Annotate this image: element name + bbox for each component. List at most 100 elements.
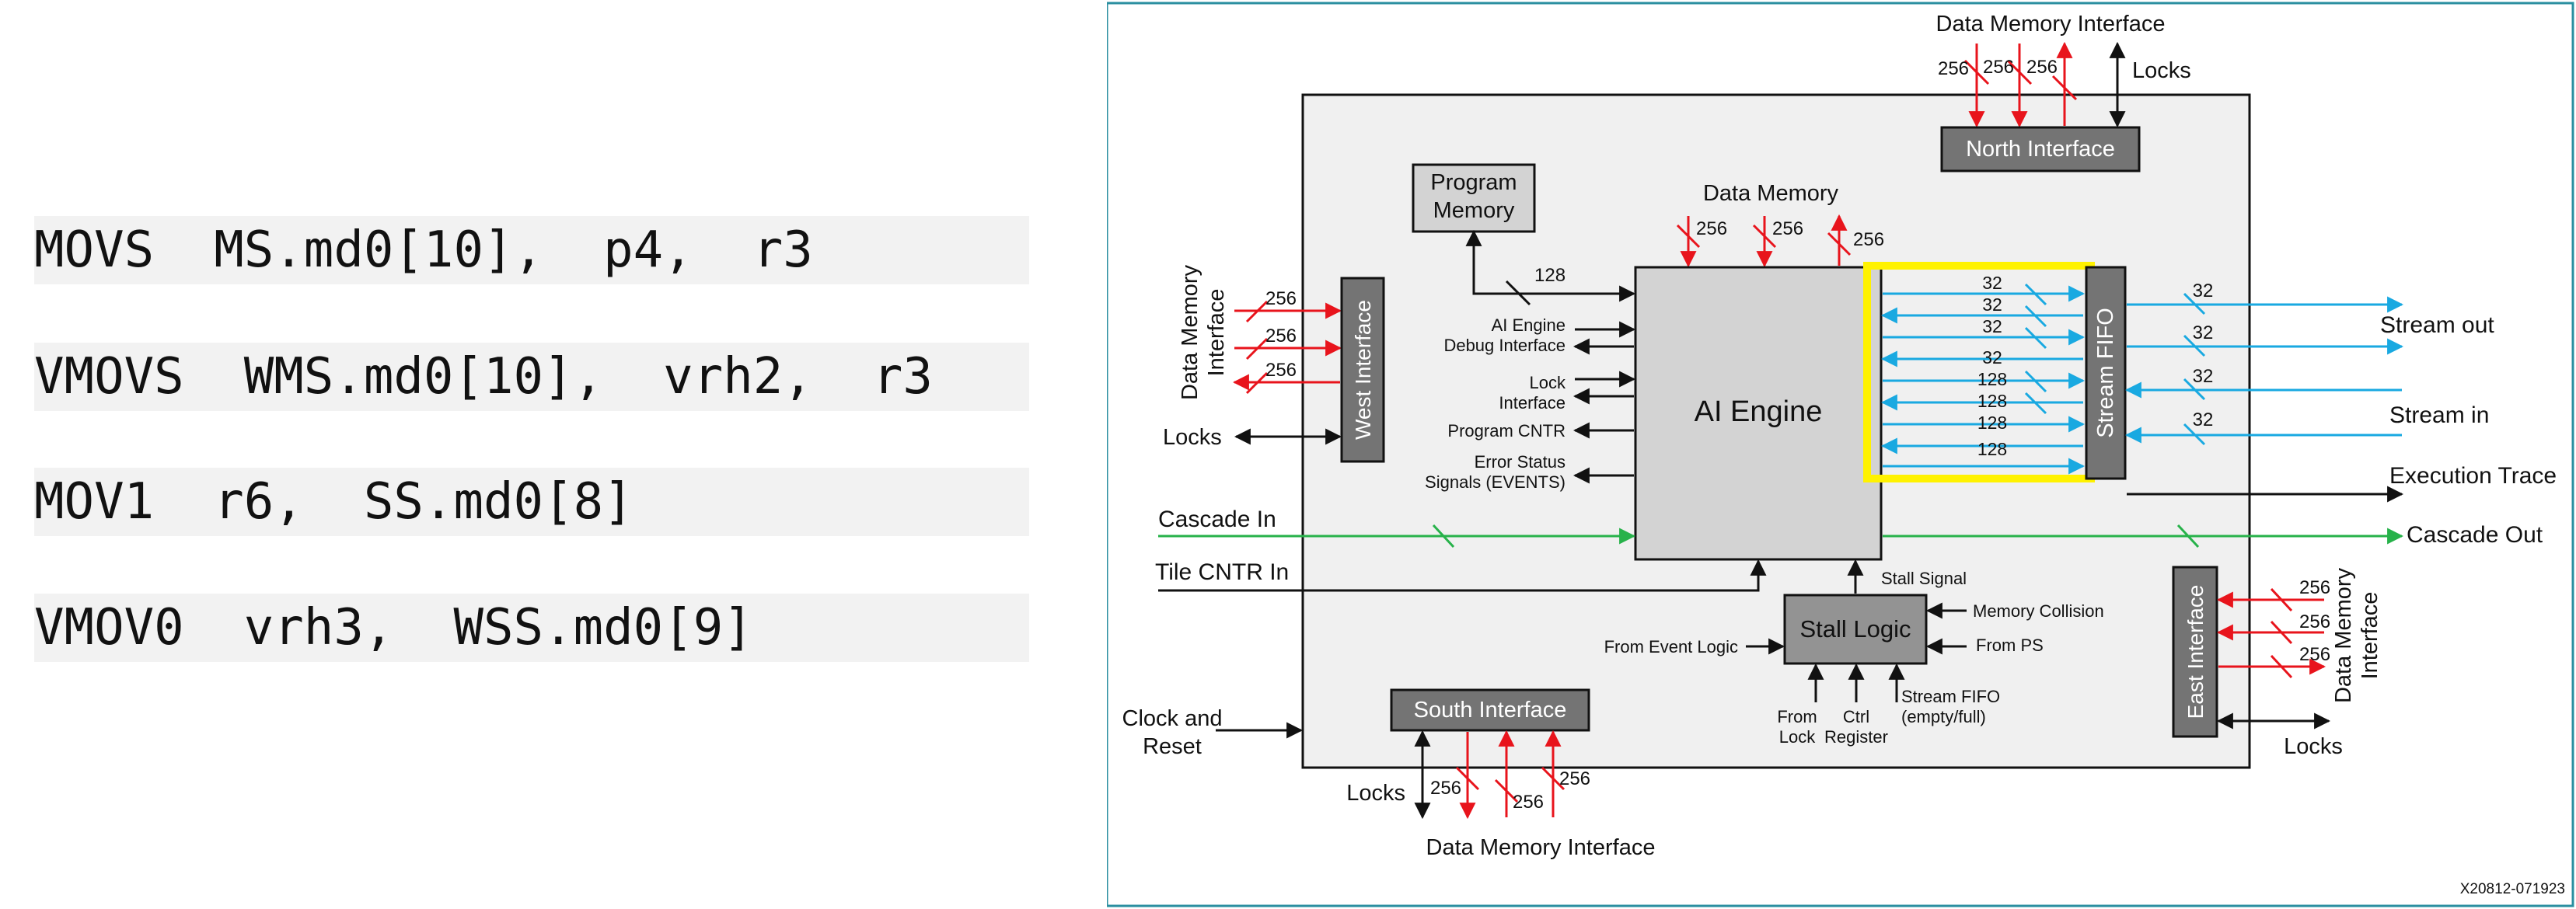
figure-id: X20812-071923: [2460, 881, 2565, 897]
tile-cntr-arrow: [1158, 559, 1767, 592]
lock-interface-label: Interface: [1499, 393, 1565, 413]
cascade-in-label: Cascade In: [1158, 507, 1276, 532]
width-label: 256: [1265, 326, 1297, 347]
north-interface-label: North Interface: [1966, 137, 2115, 162]
width-label: 32: [1982, 316, 2002, 336]
from-lock-label: Lock: [1779, 727, 1816, 747]
width-label: 256: [2299, 577, 2330, 598]
ai-engine-block: [1634, 266, 1883, 561]
width-label: 128: [1977, 369, 2007, 389]
width-label: 256: [1772, 218, 1803, 239]
code-line: MOVS MS.md0[10], p4, r3: [34, 216, 1029, 284]
stream-channel-lines: [1880, 283, 2086, 475]
width-label: 32: [2193, 280, 2214, 301]
width-label: 256: [1265, 360, 1297, 381]
north-data-lines: [1963, 41, 2078, 128]
width-label: 32: [1982, 273, 2002, 293]
debug-label: AI Engine: [1492, 315, 1565, 335]
program-memory-label: Program: [1430, 170, 1517, 195]
width-label: 32: [1982, 347, 2002, 367]
code-line: MOV1 r6, SS.md0[8]: [34, 468, 1029, 536]
west-interface-label: West Interface: [1351, 300, 1375, 440]
code-line: VMOVS WMS.md0[10], vrh2, r3: [34, 343, 1029, 411]
ctrl-register-label: Register: [1824, 727, 1888, 747]
dmi-west-label: Data Memory: [1178, 264, 1202, 400]
clock-reset-label: Clock and: [1122, 706, 1223, 731]
code-line: VMOV0 vrh3, WSS.md0[9]: [34, 594, 1029, 662]
locks-label: Locks: [1163, 425, 1222, 450]
width-label: 256: [1430, 778, 1461, 799]
width-label: 32: [2193, 322, 2214, 343]
locks-label: Locks: [2132, 58, 2191, 83]
width-label: 256: [1559, 768, 1590, 789]
west-data-lines: [1232, 300, 1342, 395]
stream-fifo-signal-label: Stream FIFO: [1901, 687, 2000, 706]
west-interface-block: [1340, 277, 1385, 463]
width-label: 256: [2299, 611, 2330, 632]
program-memory-label: Memory: [1433, 198, 1515, 223]
stall-logic-block: [1783, 594, 1928, 665]
bus-slash: [1505, 280, 1531, 306]
engine-left-signals: [1572, 321, 1636, 484]
stream-in-label: Stream in: [2389, 402, 2489, 428]
south-interface-label: South Interface: [1414, 698, 1567, 723]
program-memory-bus: [1465, 229, 1636, 302]
dmi-west-label: Interface: [1204, 289, 1229, 377]
width-label: 256: [1513, 792, 1544, 813]
stream-out-label: Stream out: [2380, 312, 2494, 338]
south-interface-block: [1390, 688, 1590, 732]
width-label: 256: [2026, 57, 2058, 78]
north-interface-block: [1940, 126, 2141, 172]
from-ps-label: From PS: [1976, 636, 2044, 655]
width-label: 128: [1977, 413, 2007, 433]
width-label: 256: [1853, 229, 1884, 250]
error-status-label: Signals (EVENTS): [1425, 472, 1565, 492]
execution-trace-label: Execution Trace: [2389, 463, 2557, 489]
locks-label: Locks: [1346, 781, 1405, 806]
cascade-lines: [1158, 524, 2404, 549]
width-label: 128: [1977, 439, 2007, 459]
memory-collision-label: Memory Collision: [1973, 601, 2104, 621]
engine-data-memory-lines: [1676, 214, 1852, 268]
cascade-out-label: Cascade Out: [2407, 522, 2543, 548]
data-memory-label: Data Memory: [1703, 181, 1839, 206]
ai-engine-label: AI Engine: [1695, 395, 1823, 428]
width-label: 256: [1696, 218, 1727, 239]
dmi-bottom-label: Data Memory Interface: [1426, 835, 1656, 860]
ctrl-register-label: Ctrl: [1843, 707, 1869, 726]
stream-fifo-signal-label: (empty/full): [1901, 707, 1986, 726]
width-label: 256: [1265, 288, 1297, 309]
stream-fifo-block: [2085, 266, 2127, 480]
error-status-label: Error Status: [1475, 452, 1565, 472]
east-interface-block: [2172, 566, 2218, 738]
width-label: 32: [1982, 294, 2002, 315]
stall-logic-label: Stall Logic: [1799, 615, 1911, 643]
width-label: 128: [1534, 265, 1565, 286]
east-data-lines: [2216, 587, 2326, 679]
stream-io-lines: [2124, 292, 2404, 446]
dmi-east-label: Data Memory: [2331, 567, 2356, 703]
width-label: 32: [2193, 409, 2214, 430]
width-label: 256: [1983, 57, 2014, 78]
dmi-top-label: Data Memory Interface: [1936, 12, 2166, 37]
stream-fifo-label: Stream FIFO: [2093, 308, 2118, 438]
width-label: 128: [1977, 391, 2007, 411]
stall-inputs: [1746, 602, 1967, 702]
lock-interface-label: Lock: [1530, 373, 1566, 392]
south-data-lines: [1455, 730, 1565, 820]
stall-signal-label: Stall Signal: [1881, 569, 1967, 588]
width-label: 256: [1938, 58, 1969, 79]
dmi-east-label: Interface: [2358, 592, 2382, 680]
from-lock-label: From: [1777, 707, 1817, 726]
program-cntr-label: Program CNTR: [1447, 421, 1565, 441]
locks-label: Locks: [2284, 734, 2343, 759]
tile-cntr-label: Tile CNTR In: [1155, 559, 1289, 585]
width-label: 32: [2193, 366, 2214, 387]
east-interface-label: East Interface: [2183, 585, 2208, 719]
clock-reset-label: Reset: [1143, 734, 1202, 759]
width-label: 256: [2299, 644, 2330, 665]
debug-label: Debug Interface: [1443, 336, 1565, 355]
code-panel: MOVS MS.md0[10], p4, r3 VMOVS WMS.md0[10…: [0, 0, 1073, 909]
ai-engine-tile-diagram: Data Memory Interface 256 256 256 Locks …: [1107, 2, 2574, 907]
program-memory-block: [1412, 163, 1536, 233]
